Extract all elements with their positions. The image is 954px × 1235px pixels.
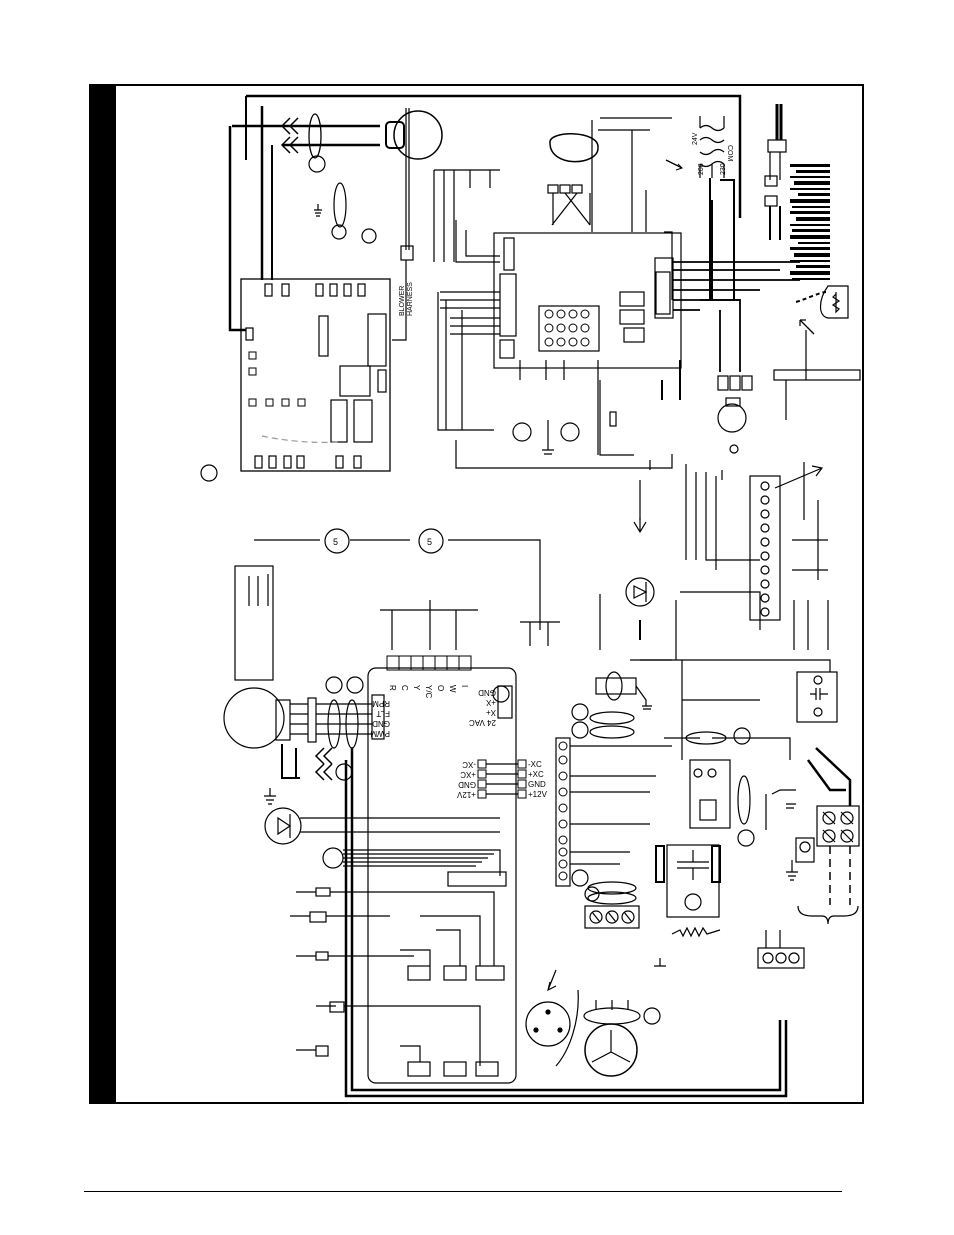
bus-left-12v: +12V bbox=[456, 790, 476, 799]
transformer-com-label: COM bbox=[726, 145, 733, 162]
bus-right-xc-minus: -XC bbox=[528, 760, 542, 769]
comm-x-plus-label: X+ bbox=[486, 708, 496, 717]
page-side-bar bbox=[89, 84, 116, 1104]
terminal-label-r: R bbox=[388, 685, 397, 691]
blower-harness-label-line2: HARNESS bbox=[407, 282, 414, 316]
limit-number-2: 5 bbox=[427, 537, 432, 547]
motor-flt-label: FLT bbox=[376, 709, 390, 718]
footer-rule bbox=[84, 1191, 842, 1192]
connector-chevrons-icon bbox=[314, 747, 333, 781]
terminal-label-o: O bbox=[436, 685, 445, 691]
control-board bbox=[240, 278, 391, 472]
motor-rpm-label: RPM bbox=[372, 699, 390, 708]
bus-left-xc-plus: +XC bbox=[460, 770, 476, 779]
comm-24vac-label: 24 VAC bbox=[469, 718, 496, 727]
terminal-label-i: I bbox=[460, 685, 469, 687]
nameplate-barcode bbox=[790, 164, 830, 280]
blower-control-board bbox=[367, 667, 517, 1084]
bus-right-gnd: GND bbox=[528, 780, 546, 789]
bus-right-12v: +12V bbox=[528, 790, 548, 799]
blower-motor-icon bbox=[223, 687, 285, 749]
bus-right-xc-plus: +XC bbox=[528, 770, 544, 779]
bus-left-xc-minus: -XC bbox=[462, 760, 476, 769]
connector-chevrons-icon bbox=[280, 117, 299, 154]
blower-harness-label-line1: BLOWER bbox=[399, 286, 406, 316]
terminal-label-y: Y bbox=[412, 685, 421, 691]
terminal-label-w: W bbox=[448, 685, 457, 693]
limit-number-1: 5 bbox=[333, 537, 338, 547]
terminal-label-yc: Y/C bbox=[424, 685, 433, 699]
comm-x-minus-label: +X bbox=[485, 698, 496, 707]
inducer-motor-icon bbox=[393, 110, 443, 160]
transformer-230-label: 230 bbox=[720, 163, 727, 175]
motor-gnd-label: GND bbox=[372, 719, 390, 728]
bus-left-gnd: GND bbox=[458, 780, 476, 789]
transformer-208-label: 208 bbox=[698, 163, 705, 175]
terminal-label-c: C bbox=[400, 685, 409, 691]
motor-pwm-label: PWM bbox=[370, 729, 390, 738]
transformer-24v-label: 24V bbox=[692, 132, 699, 145]
comm-gnd-label: GND bbox=[478, 688, 496, 697]
